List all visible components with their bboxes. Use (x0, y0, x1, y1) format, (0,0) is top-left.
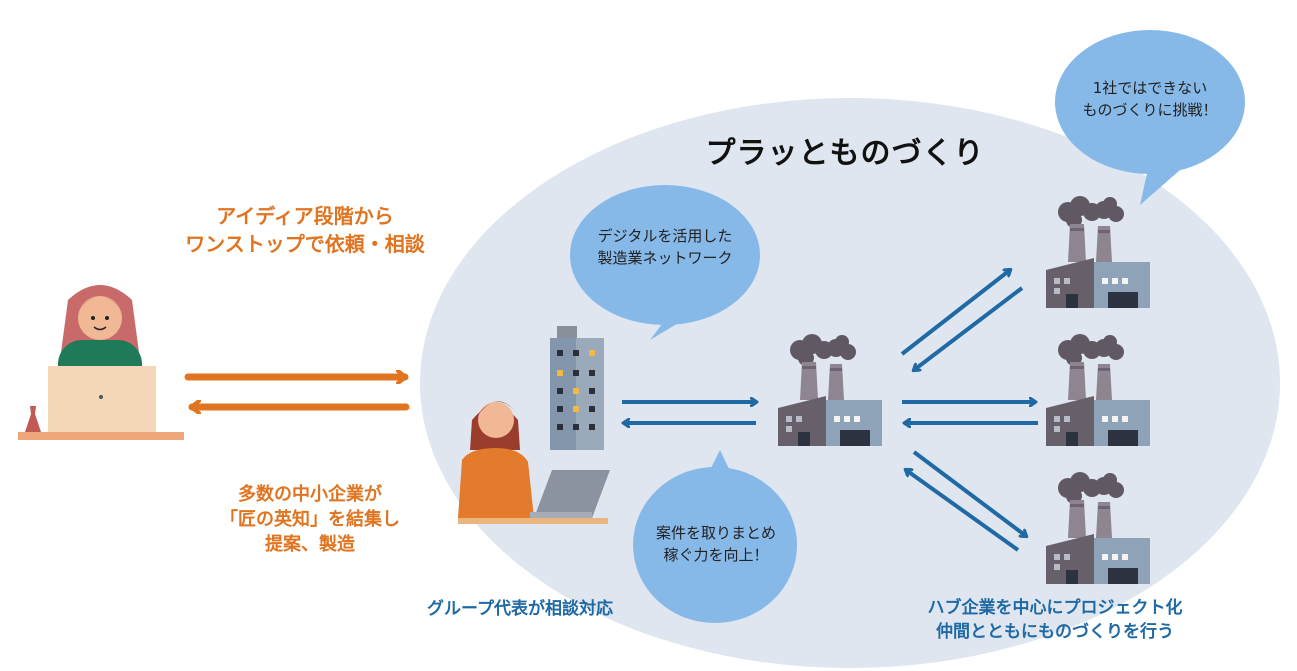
partner-factory-icon-1 (1046, 196, 1150, 308)
bubble-challenge-text: 1社ではできない ものづくりに挑戦！ (1058, 77, 1242, 121)
response-label-line: 多数の中小企業が (238, 484, 382, 505)
bubble-line: 1社ではできない (1092, 79, 1208, 97)
partner-factory-icon-2 (1046, 334, 1150, 446)
hub-label-line: ハブ企業を中心にプロジェクト化 (927, 598, 1183, 618)
client-woman-icon (18, 285, 184, 440)
bubble-earning-power (633, 450, 797, 623)
response-label-line: 「匠の英知」を結集し (220, 509, 400, 530)
platform-title: プラッとものづくり (705, 136, 985, 171)
bubble-line: デジタルを活用した (597, 227, 733, 245)
arrow-from-partner-1 (914, 286, 1024, 370)
response-label: 多数の中小企業が 「匠の英知」を結集し 提案、製造 (180, 482, 440, 557)
request-label-line: アイディア段階から (216, 204, 394, 228)
arrow-from-partner-3 (906, 470, 1020, 552)
hub-label: ハブ企業を中心にプロジェクト化 仲間とともにものづくりを行う (880, 596, 1230, 644)
bubble-earn-text: 案件を取りまとめ 稼ぐ力を向上！ (636, 522, 796, 566)
hub-label-line: 仲間とともにものづくりを行う (936, 622, 1174, 642)
bubble-digital-text: デジタルを活用した 製造業ネットワーク (572, 225, 758, 269)
bubble-digital-network (570, 185, 760, 340)
partner-factory-icon-3 (1046, 472, 1150, 584)
response-label-line: 提案、製造 (265, 534, 355, 555)
bubble-challenge (1055, 30, 1245, 205)
bubble-line: 稼ぐ力を向上！ (663, 546, 769, 564)
request-label: アイディア段階から ワンストップで依頼・相談 (155, 202, 455, 258)
bubble-line: 案件を取りまとめ (655, 524, 776, 542)
hub-factory-icon (778, 334, 882, 446)
arrow-to-partner-3 (912, 450, 1026, 536)
bubble-line: ものづくりに挑戦！ (1082, 101, 1218, 119)
bubble-line: 製造業ネットワーク (597, 249, 733, 267)
representative-woman-icon (458, 401, 610, 524)
representative-label: グループ代表が相談対応 (427, 599, 613, 619)
office-building-icon (550, 326, 604, 450)
arrow-to-partner-1 (900, 270, 1010, 356)
request-label-line: ワンストップで依頼・相談 (185, 232, 425, 256)
